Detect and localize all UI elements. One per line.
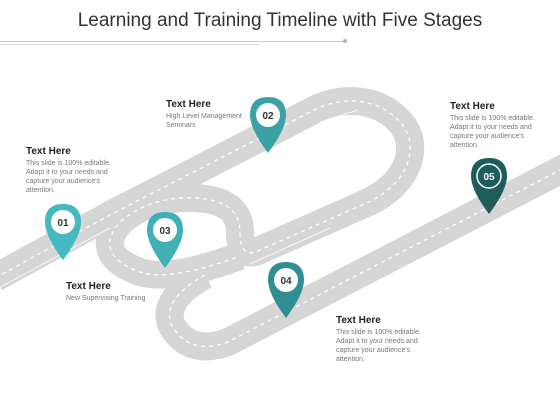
- stage-02-heading: Text Here: [166, 99, 211, 110]
- stage-01-label: Text Here This slide is 100% editable. A…: [26, 146, 118, 195]
- stage-02-text: High Level Management Seminars: [166, 113, 242, 129]
- title-underline-dot: [343, 39, 347, 43]
- stage-01-marker: 01: [45, 204, 81, 260]
- stage-02-number: 02: [262, 111, 274, 122]
- road: [0, 87, 560, 361]
- title-underline: [0, 41, 345, 42]
- stage-04-marker: 04: [268, 262, 304, 318]
- stage-03-heading: Text Here: [66, 281, 111, 292]
- road-edge-line: [0, 109, 359, 288]
- stage-05-label: Text Here This slide is 100% editable. A…: [450, 101, 542, 150]
- stage-04-text: This slide is 100% editable. Adapt it to…: [336, 329, 421, 363]
- stage-01-heading: Text Here: [26, 146, 71, 157]
- stage-05-text: This slide is 100% editable. Adapt it to…: [450, 115, 535, 149]
- stage-01-text: This slide is 100% editable. Adapt it to…: [26, 160, 111, 194]
- title-underline-secondary: [0, 44, 260, 45]
- stage-02-marker: 02: [250, 97, 286, 153]
- road-center-line: [0, 100, 560, 348]
- stage-03-number: 03: [159, 226, 171, 237]
- stage-04-number: 04: [280, 276, 292, 287]
- stage-04-heading: Text Here: [336, 315, 381, 326]
- stage-03-text: New Supervising Training: [66, 295, 146, 302]
- stage-05-marker: 05: [471, 158, 507, 214]
- stage-02-label: Text Here High Level Management Seminars: [166, 99, 256, 130]
- stage-03-label: Text Here New Supervising Training: [66, 281, 166, 303]
- stage-01-number: 01: [57, 218, 69, 229]
- stage-05-number: 05: [483, 172, 495, 183]
- stage-03-marker: 03: [147, 212, 183, 268]
- stage-05-heading: Text Here: [450, 101, 495, 112]
- stage-04-label: Text Here This slide is 100% editable. A…: [336, 315, 428, 364]
- page-title: Learning and Training Timeline with Five…: [77, 10, 483, 31]
